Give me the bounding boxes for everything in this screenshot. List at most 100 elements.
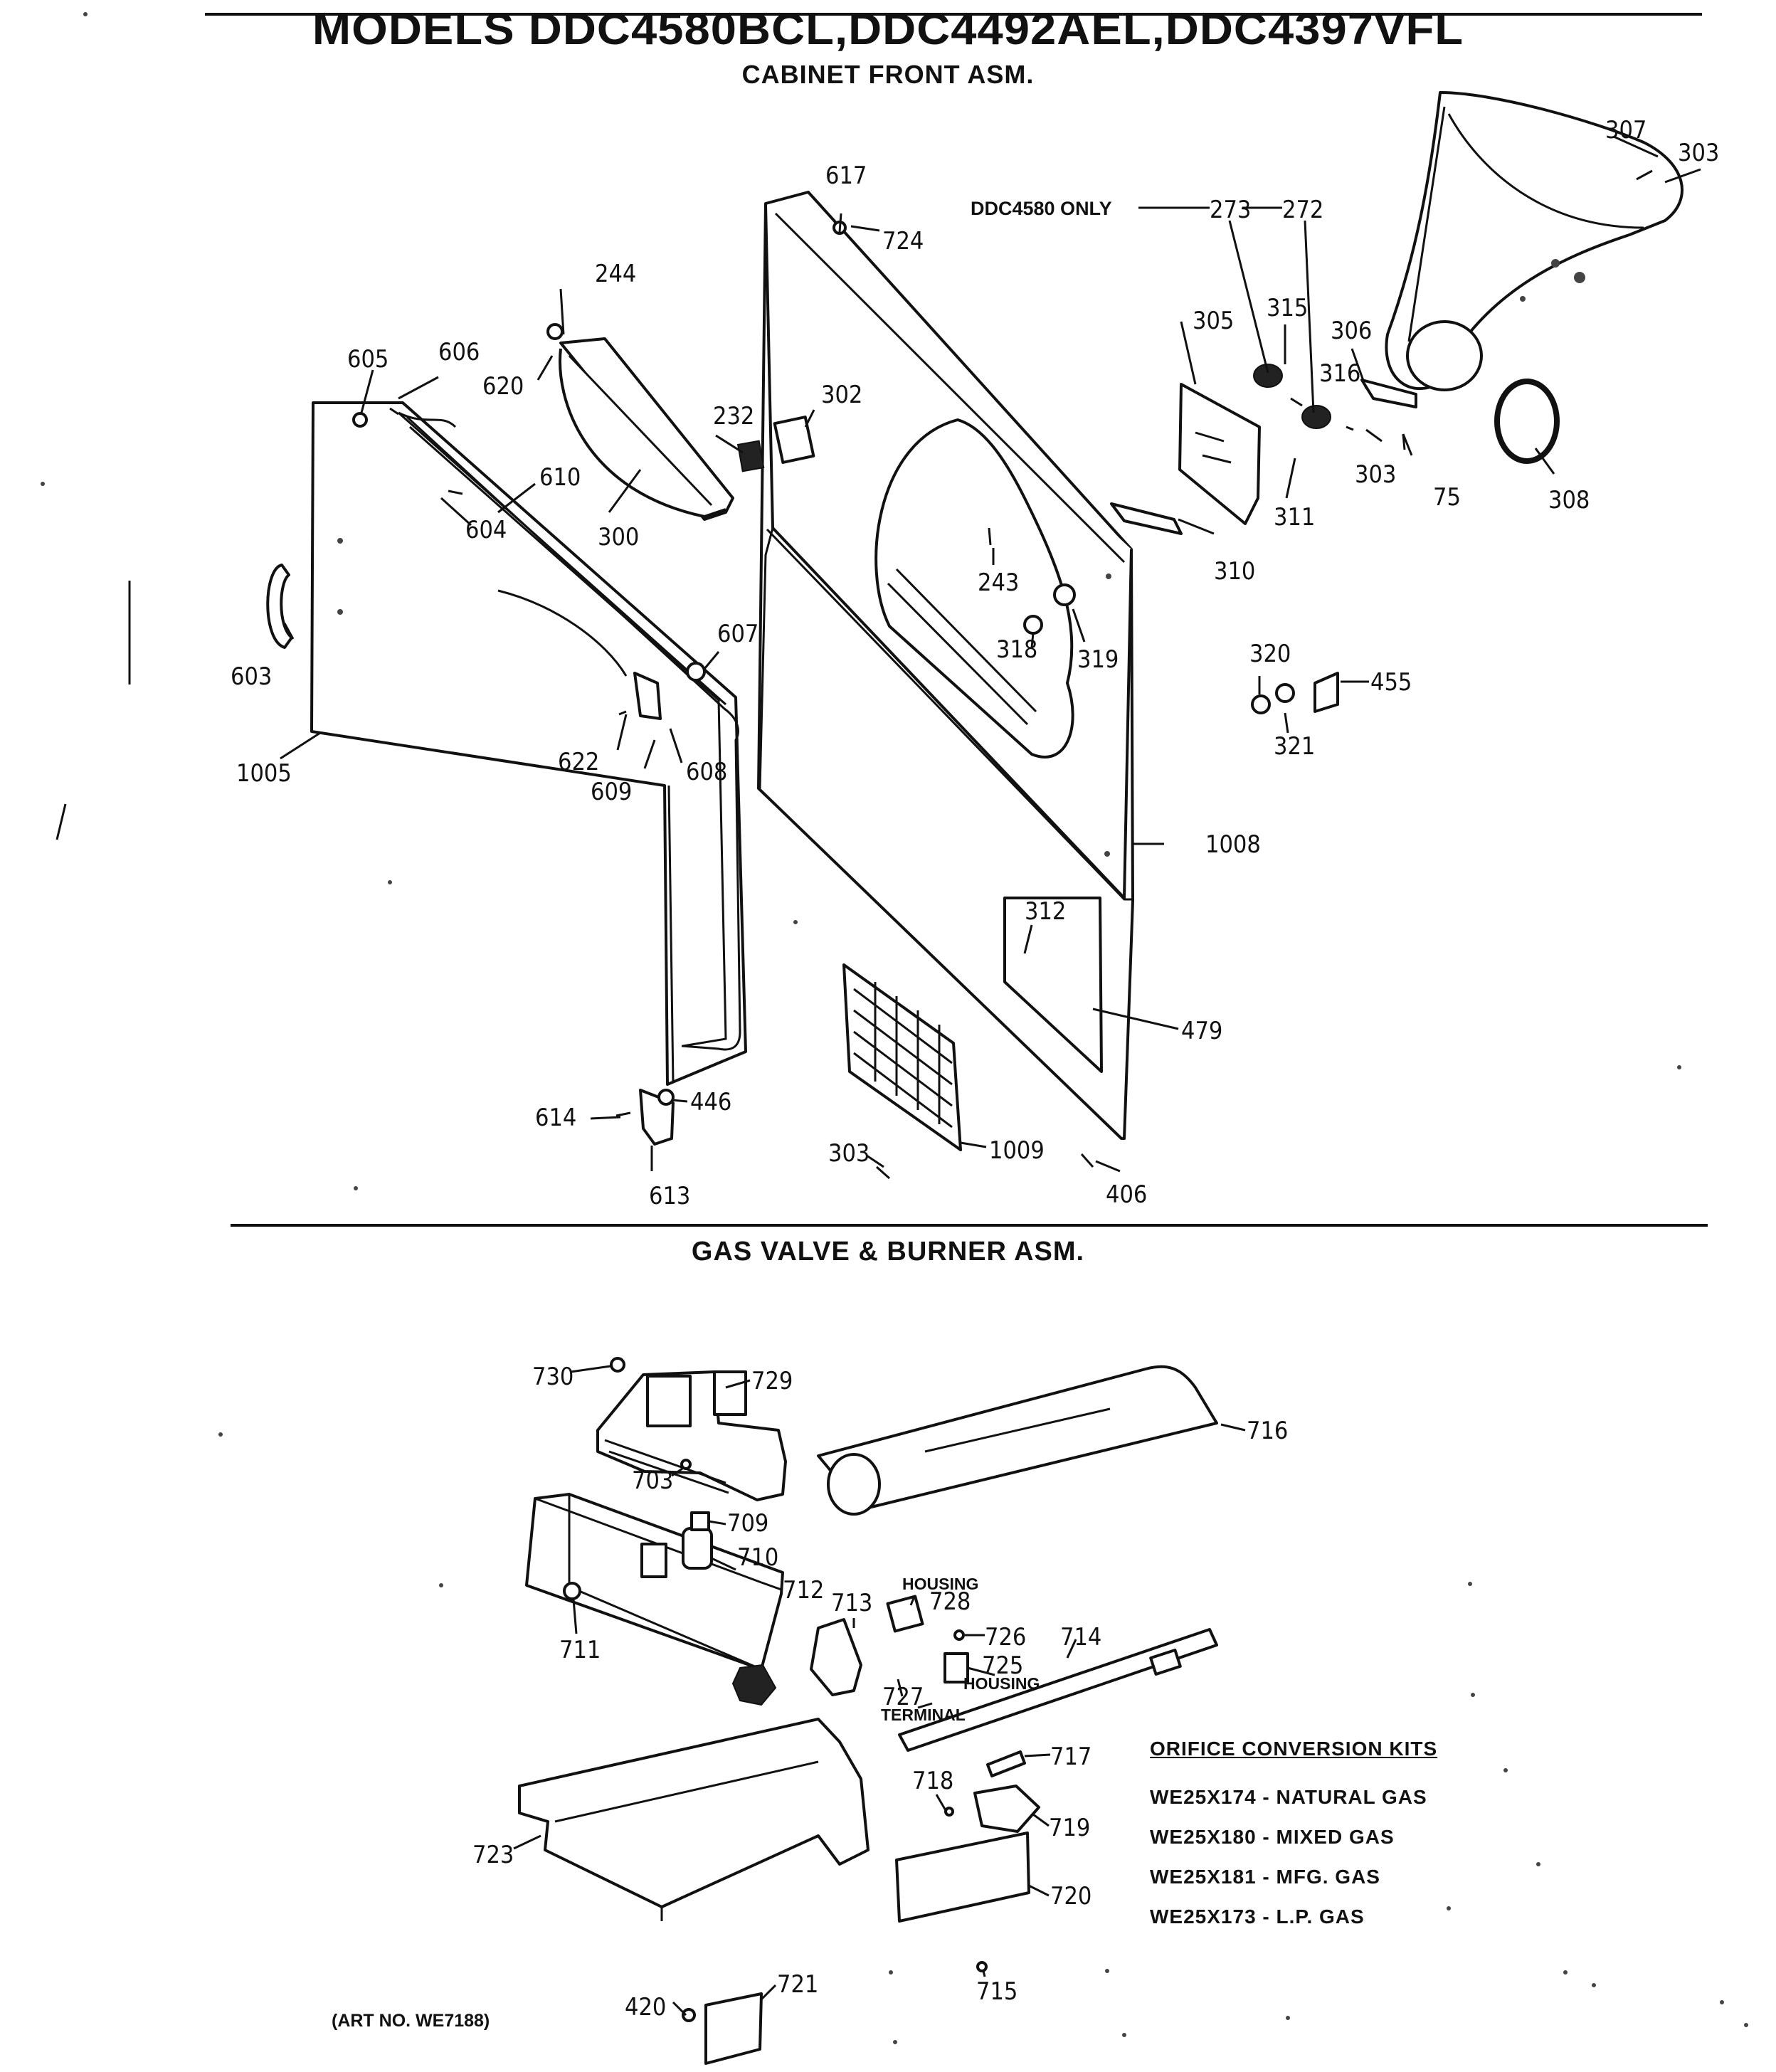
part-label-1005: 1005 — [236, 759, 292, 788]
section-title-cabinet: CABINET FRONT ASM. — [741, 60, 1035, 89]
thermostat-b — [1301, 405, 1331, 429]
part-label-724: 724 — [882, 227, 924, 255]
fasteners — [352, 169, 1653, 1180]
part-label-319: 319 — [1077, 645, 1119, 674]
terminal-label: TERMINAL — [881, 1706, 966, 1724]
part-label-718: 718 — [912, 1767, 953, 1795]
part-label-446: 446 — [690, 1088, 731, 1116]
part-label-614: 614 — [535, 1104, 576, 1132]
start-switch — [1314, 672, 1339, 713]
part-label-712: 712 — [783, 1576, 824, 1605]
door-gasket — [406, 416, 741, 1051]
part-label-244: 244 — [595, 260, 636, 288]
part-label-318: 318 — [996, 635, 1037, 664]
part-label-312: 312 — [1025, 897, 1066, 926]
door-latch — [633, 672, 662, 720]
part-label-715: 715 — [976, 1977, 1018, 2006]
part-label-315: 315 — [1267, 294, 1308, 322]
part-label-719: 719 — [1049, 1814, 1090, 1842]
gas-pipe — [898, 1628, 1218, 1752]
part-label-300: 300 — [598, 523, 639, 551]
section-title-gas-valve: GAS VALVE & BURNER ASM. — [691, 1237, 1085, 1267]
part-label-711: 711 — [559, 1636, 601, 1664]
part-label-320: 320 — [1249, 640, 1291, 668]
part-label-303-b: 303 — [1355, 460, 1396, 489]
part-label-1009: 1009 — [989, 1136, 1045, 1165]
leader-lines-gas — [513, 1365, 1246, 2016]
part-label-305: 305 — [1193, 307, 1234, 335]
part-label-714: 714 — [1060, 1623, 1101, 1651]
part-label-273: 273 — [1210, 196, 1251, 224]
cabinet-part-labels: 617 724 DDC4580 ONLY 273 272 307 303 244… — [231, 116, 1719, 1210]
orifice — [986, 1750, 1026, 1777]
cover-plate — [1178, 383, 1261, 525]
door-handle — [266, 564, 293, 649]
part-label-622: 622 — [558, 748, 599, 776]
kits-heading: ORIFICE CONVERSION KITS — [1150, 1738, 1438, 1760]
part-label-605: 605 — [347, 345, 388, 374]
part-label-420: 420 — [625, 1993, 666, 2021]
part-label-726: 726 — [985, 1623, 1026, 1651]
thermostat-a — [1253, 364, 1283, 388]
part-label-232: 232 — [713, 402, 754, 430]
part-label-609: 609 — [591, 778, 632, 806]
kit-item: WE25X181 - MFG. GAS — [1150, 1866, 1380, 1888]
part-label-721: 721 — [777, 1970, 818, 1999]
part-label-243: 243 — [978, 569, 1019, 597]
part-label-316: 316 — [1319, 359, 1360, 388]
part-label-613: 613 — [649, 1182, 690, 1210]
part-label-75: 75 — [1433, 483, 1461, 512]
door-panel — [310, 401, 747, 1086]
door-switch — [736, 440, 765, 472]
burner-base-bracket — [518, 1718, 870, 1921]
drum-front-bulkhead — [1385, 91, 1684, 391]
part-label-1008: 1008 — [1205, 830, 1261, 859]
page-title: MODELS DDC4580BCL,DDC4492AEL,DDC4397VFL — [312, 5, 1464, 54]
part-label-710: 710 — [737, 1543, 778, 1572]
part-label-720: 720 — [1050, 1882, 1092, 1910]
part-label-620: 620 — [482, 372, 524, 401]
kit-item: WE25X180 - MIXED GAS — [1150, 1826, 1395, 1848]
housing-label-bottom: HOUSING — [963, 1674, 1040, 1693]
part-label-307: 307 — [1605, 116, 1646, 144]
part-label-617: 617 — [825, 162, 867, 190]
kit-item: WE25X173 - L.P. GAS — [1150, 1906, 1365, 1928]
leader-lines-cabinet — [280, 135, 1701, 1173]
model-note: DDC4580 ONLY — [971, 198, 1112, 219]
part-label-607: 607 — [717, 620, 758, 648]
part-label-310: 310 — [1214, 557, 1255, 586]
art-number: (ART NO. WE7188) — [332, 2011, 490, 2031]
part-label-716: 716 — [1247, 1417, 1288, 1445]
part-label-308: 308 — [1548, 486, 1590, 514]
part-label-272: 272 — [1282, 196, 1323, 224]
ring-seal — [1494, 379, 1560, 464]
part-label-455: 455 — [1370, 668, 1412, 697]
igniter-housing — [886, 1595, 924, 1633]
part-label-302: 302 — [821, 381, 862, 409]
gas-part-labels: 730 729 716 703 709 710 712 713 HOUSING … — [472, 1363, 1288, 2021]
front-panel — [757, 191, 1134, 1140]
part-label-727: 727 — [882, 1683, 924, 1711]
access-cover — [895, 1832, 1030, 1923]
part-label-703: 703 — [632, 1466, 673, 1495]
valve-coil-assembly — [596, 1370, 787, 1501]
igniter-housing-b — [944, 1652, 969, 1684]
burner-tube — [817, 1365, 1218, 1516]
manifold-fitting — [810, 1618, 862, 1696]
housing-label-top: HOUSING — [902, 1575, 978, 1593]
part-label-730: 730 — [532, 1363, 574, 1391]
top-rule — [205, 13, 1702, 16]
part-label-723: 723 — [472, 1841, 514, 1869]
mounting-bracket — [704, 1992, 763, 2065]
part-label-606: 606 — [438, 338, 480, 366]
part-label-303-c: 303 — [828, 1139, 870, 1168]
part-label-608: 608 — [686, 758, 727, 786]
part-label-603: 603 — [231, 662, 272, 691]
part-label-728: 728 — [929, 1587, 971, 1616]
part-label-306: 306 — [1331, 317, 1372, 345]
part-label-713: 713 — [831, 1589, 872, 1617]
part-label-311: 311 — [1274, 503, 1315, 532]
kit-item: WE25X174 - NATURAL GAS — [1150, 1786, 1427, 1808]
